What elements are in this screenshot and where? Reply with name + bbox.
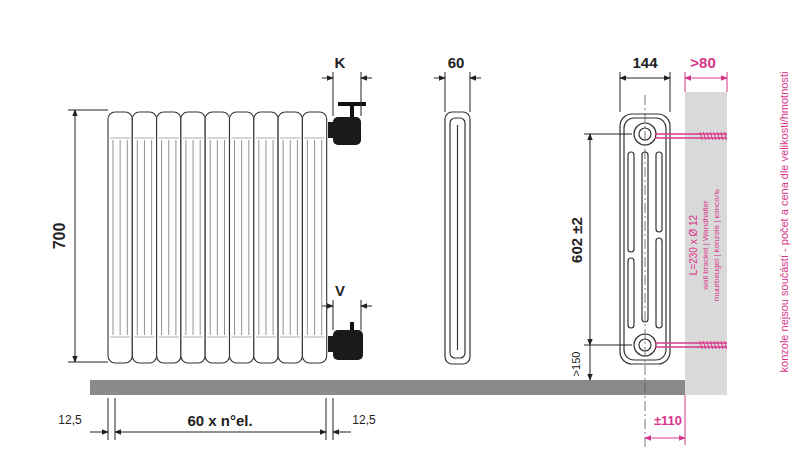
dimension: >80	[690, 55, 715, 70]
bracket-note: wall bracket | Wandhalter	[702, 200, 710, 289]
bracket-thread	[700, 132, 727, 349]
dimension: 12,5	[352, 414, 375, 426]
dimension: >150	[571, 352, 582, 377]
dimension: 602 ±2	[569, 217, 584, 263]
bracket-note: muurbeugel | konzole | консоль	[713, 189, 721, 302]
dimension: 12,5	[58, 414, 81, 426]
dimension: 700	[52, 223, 68, 250]
dimension: 60	[448, 55, 465, 70]
bracket-note: L=230 x Ø 12	[689, 215, 699, 275]
dimension-line	[68, 72, 670, 440]
dimension: 144	[632, 55, 657, 70]
dimension: 60 x n°el.	[187, 413, 252, 428]
valve-label: K	[335, 55, 346, 70]
dimension: ±110	[654, 414, 682, 427]
valve-k	[328, 104, 366, 145]
floor	[90, 380, 685, 395]
radiator-sections	[108, 112, 327, 363]
side-view	[445, 112, 470, 364]
centre-line	[645, 95, 646, 448]
wall-bracket	[655, 134, 727, 347]
side-note: konzole nejsou součástí - počet a cena d…	[779, 72, 790, 373]
dimension-line-magenta	[645, 72, 727, 445]
valve-label: V	[335, 283, 345, 298]
